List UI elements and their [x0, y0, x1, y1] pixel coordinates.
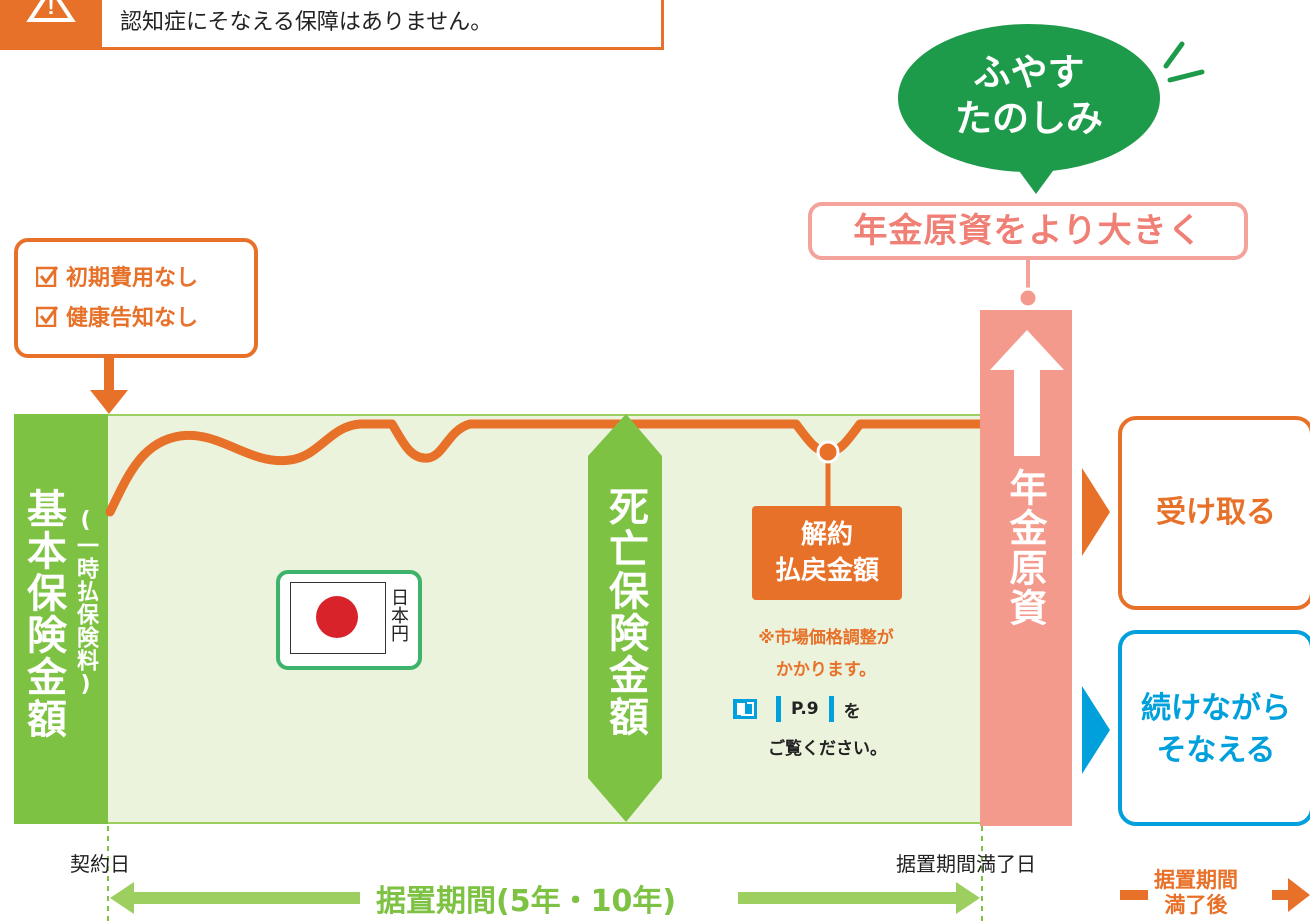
- receive-pointer-icon: [1082, 468, 1110, 556]
- annuity-arrow-stem: [1014, 368, 1040, 456]
- death-benefit-label: 死亡保険金額: [602, 486, 648, 738]
- expand-connector-dot: [1017, 287, 1039, 309]
- end-date-label: 据置期間満了日: [896, 852, 1036, 876]
- surrender-connector-dot: [816, 440, 840, 464]
- checkbox-icon: [36, 266, 58, 287]
- japan-flag-sun: [316, 596, 358, 638]
- currency-label: 日本円: [388, 588, 409, 642]
- death-benefit-arrow: [588, 414, 662, 822]
- feature-arrow-stem: [104, 358, 114, 392]
- annuity-arrow-head: [990, 330, 1064, 370]
- checkbox-icon: [36, 306, 58, 327]
- continue-line-1: 続けながら: [1141, 691, 1291, 726]
- feature-label: 健康告知なし: [66, 306, 199, 331]
- after-maturity-label: 据置期間 満了後: [1154, 868, 1238, 918]
- continue-pointer-icon: [1082, 686, 1110, 774]
- continue-line-2: そなえる: [1156, 733, 1276, 768]
- svg-text:!: !: [47, 0, 54, 19]
- period-arrow-left-bar: [134, 892, 360, 904]
- ref-suffix-2: ご覧ください。: [768, 739, 887, 759]
- note-line-1: ※市場価格調整が: [758, 628, 894, 648]
- after-line-2: 満了後: [1164, 893, 1228, 917]
- deferred-period-label: 据置期間(5年・10年): [376, 884, 677, 919]
- basic-amount-column: [14, 414, 108, 824]
- contract-date-label: 契約日: [70, 852, 130, 876]
- feature-label: 初期費用なし: [66, 266, 199, 291]
- period-arrow-right-bar: [738, 892, 960, 904]
- feature-item: 初期費用なし: [36, 256, 254, 296]
- continue-option-box: 続けながら そなえる: [1118, 630, 1310, 826]
- after-arrow-bar-right: [1272, 890, 1290, 900]
- ref-bar: [828, 696, 834, 722]
- speech-bubble: ふやす たのしみ: [898, 24, 1160, 172]
- sparkle-lines-icon: [1163, 41, 1205, 83]
- after-arrow-bar-left: [1120, 890, 1148, 900]
- feature-arrow-head: [90, 390, 128, 414]
- ref-suffix-1: を: [843, 701, 861, 722]
- bubble-line-2: たのしみ: [955, 97, 1103, 140]
- warning-icon: !: [26, 0, 76, 22]
- basic-amount-label: 基本保険金額: [20, 488, 66, 740]
- ref-page: P.9: [791, 699, 819, 719]
- book-reference-icon: [733, 699, 757, 719]
- premium-label: (一時払保険料): [73, 508, 98, 698]
- after-line-1: 据置期間: [1154, 868, 1238, 892]
- expand-annuity-label: 年金原資をより大きく: [808, 202, 1248, 260]
- feature-box: 初期費用なし 健康告知なし: [14, 238, 258, 358]
- bubble-tail: [1014, 164, 1058, 194]
- surrender-line-2: 払戻金額: [774, 556, 879, 586]
- surrender-value-box: 解約 払戻金額: [752, 506, 902, 600]
- period-arrow-left-head: [110, 882, 134, 914]
- warning-text: 認知症にそなえる保障はありません。: [120, 10, 493, 35]
- period-arrow-right-head: [956, 882, 980, 914]
- ref-bar: [776, 696, 781, 722]
- market-adjustment-note: ※市場価格調整が かかります。: [716, 622, 936, 686]
- after-arrow-head: [1288, 878, 1310, 912]
- annuity-label: 年金原資: [1003, 468, 1047, 628]
- receive-option-box: 受け取る: [1118, 416, 1310, 610]
- surrender-line-1: 解約: [800, 520, 853, 550]
- warning-box: [0, 0, 664, 50]
- feature-item: 健康告知なし: [36, 296, 254, 336]
- bubble-line-1: ふやす: [973, 51, 1085, 94]
- deferred-period-area: [108, 414, 980, 824]
- warning-icon-box: !: [0, 0, 102, 50]
- note-line-2: かかります。: [775, 660, 877, 680]
- page-reference: P.9 を: [732, 696, 861, 722]
